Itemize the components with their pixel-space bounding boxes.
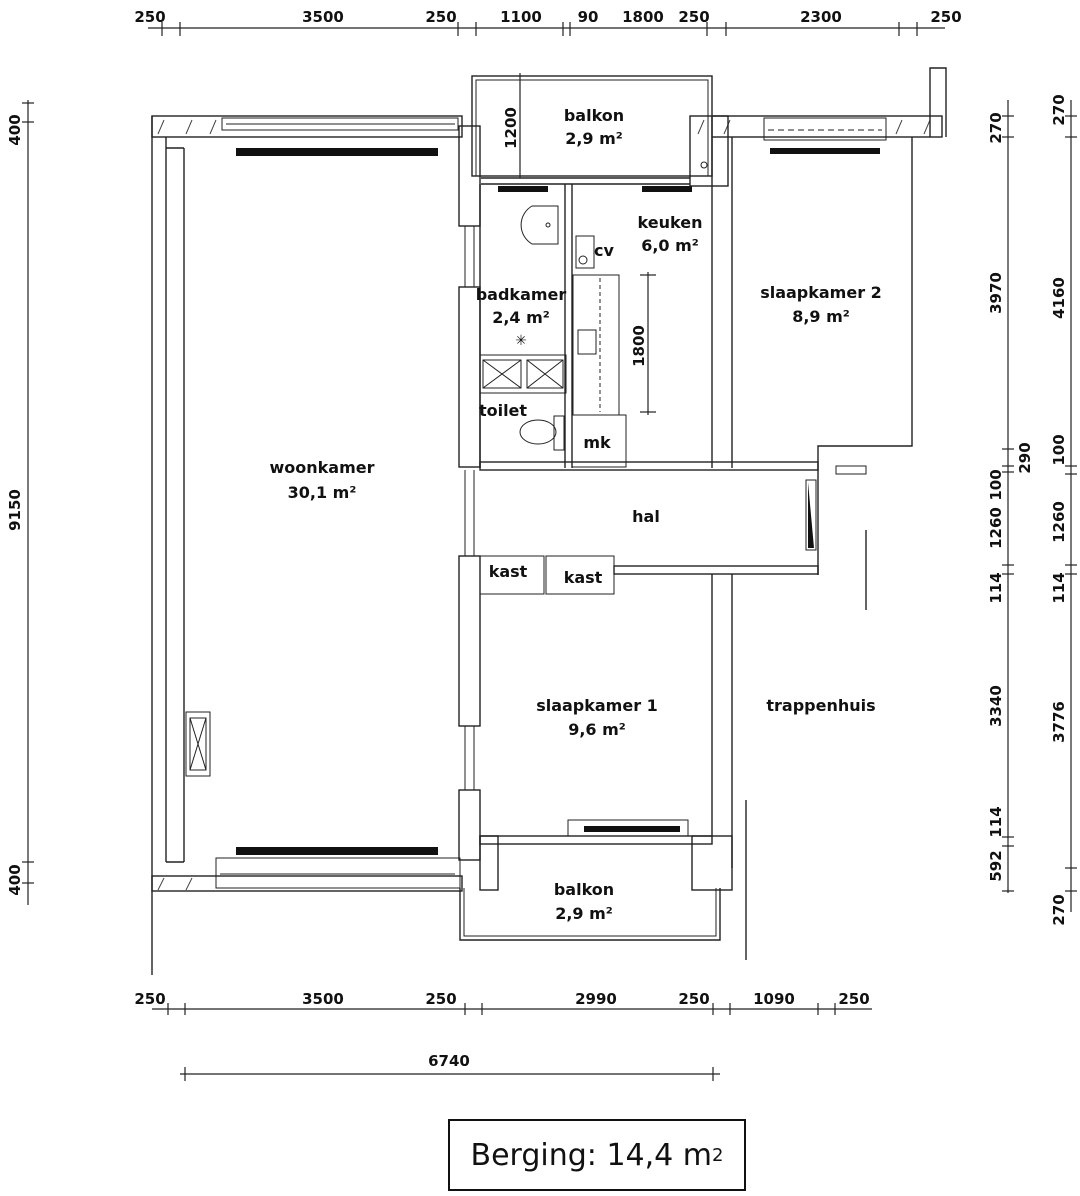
svg-text:100: 100 bbox=[1050, 434, 1068, 465]
svg-text:3340: 3340 bbox=[987, 685, 1005, 727]
svg-text:1090: 1090 bbox=[753, 990, 795, 1008]
svg-text:kast: kast bbox=[564, 568, 603, 587]
svg-text:290: 290 bbox=[1016, 442, 1034, 473]
svg-text:1200: 1200 bbox=[502, 107, 520, 149]
svg-text:kast: kast bbox=[489, 562, 528, 581]
right-dimension-line-inner: 270 3970 290 100 1260 114 3340 114 592 bbox=[987, 100, 1034, 893]
svg-text:1260: 1260 bbox=[987, 507, 1005, 549]
svg-text:badkamer: badkamer bbox=[476, 285, 567, 304]
svg-text:250: 250 bbox=[838, 990, 869, 1008]
svg-text:250: 250 bbox=[134, 990, 165, 1008]
svg-text:hal: hal bbox=[632, 507, 660, 526]
svg-text:2990: 2990 bbox=[575, 990, 617, 1008]
storage-unit: m bbox=[682, 1137, 713, 1173]
svg-text:4160: 4160 bbox=[1050, 277, 1068, 319]
bedroom-2: slaapkamer 2 8,9 m² bbox=[711, 67, 947, 575]
svg-text:3500: 3500 bbox=[302, 8, 344, 26]
svg-text:trappenhuis: trappenhuis bbox=[766, 696, 875, 715]
svg-text:1800: 1800 bbox=[622, 8, 664, 26]
svg-text:250: 250 bbox=[678, 8, 709, 26]
svg-text:2300: 2300 bbox=[800, 8, 842, 26]
svg-text:114: 114 bbox=[1050, 572, 1068, 603]
svg-text:90: 90 bbox=[578, 8, 599, 26]
right-dimension-line-outer: 270 4160 100 1260 114 3776 270 bbox=[1050, 94, 1077, 926]
top-balcony: 1200 balkon 2,9 m² bbox=[471, 73, 729, 192]
svg-text:114: 114 bbox=[987, 572, 1005, 603]
svg-text:woonkamer: woonkamer bbox=[269, 458, 374, 477]
svg-text:slaapkamer 1: slaapkamer 1 bbox=[536, 696, 658, 715]
svg-text:cv: cv bbox=[594, 241, 614, 260]
storage-label: Berging: bbox=[470, 1137, 597, 1173]
service-core: cv keuken 6,0 m² 1800 badkamer 2,4 m² ✳ … bbox=[476, 137, 713, 468]
left-dimension-line: 400 9150 400 bbox=[6, 100, 34, 905]
svg-text:toilet: toilet bbox=[479, 401, 527, 420]
svg-text:270: 270 bbox=[1050, 94, 1068, 125]
svg-text:3776: 3776 bbox=[1050, 701, 1068, 743]
svg-text:6740: 6740 bbox=[428, 1052, 470, 1070]
storage-value: 14,4 bbox=[606, 1137, 674, 1173]
svg-text:270: 270 bbox=[987, 112, 1005, 143]
svg-text:✳: ✳ bbox=[515, 333, 527, 349]
stairwell: trappenhuis bbox=[745, 696, 876, 960]
svg-text:slaapkamer 2: slaapkamer 2 bbox=[760, 283, 882, 302]
svg-text:250: 250 bbox=[930, 8, 961, 26]
svg-text:250: 250 bbox=[425, 8, 456, 26]
svg-text:270: 270 bbox=[1050, 894, 1068, 925]
svg-text:3500: 3500 bbox=[302, 990, 344, 1008]
top-dimension-line: 250 3500 250 1100 90 1800 250 2300 250 bbox=[134, 8, 962, 36]
exterior-walls bbox=[151, 115, 931, 975]
svg-text:2,9 m²: 2,9 m² bbox=[555, 904, 613, 923]
bedroom-1: slaapkamer 1 9,6 m² bbox=[479, 574, 733, 868]
svg-text:250: 250 bbox=[425, 990, 456, 1008]
svg-text:1100: 1100 bbox=[500, 8, 542, 26]
svg-text:balkon: balkon bbox=[554, 880, 614, 899]
svg-text:114: 114 bbox=[987, 806, 1005, 837]
svg-text:592: 592 bbox=[987, 850, 1005, 881]
svg-text:400: 400 bbox=[6, 864, 24, 895]
svg-text:6,0 m²: 6,0 m² bbox=[641, 236, 699, 255]
svg-text:1260: 1260 bbox=[1050, 501, 1068, 543]
bottom-balcony: balkon 2,9 m² bbox=[459, 835, 733, 941]
svg-text:100: 100 bbox=[987, 469, 1005, 500]
svg-text:9,6 m²: 9,6 m² bbox=[568, 720, 626, 739]
storage-unit-exponent: 2 bbox=[712, 1144, 724, 1166]
svg-text:3970: 3970 bbox=[987, 272, 1005, 314]
living-room: woonkamer 30,1 m² bbox=[185, 148, 438, 855]
bottom-dimension-line: 250 3500 250 2990 250 1090 250 bbox=[134, 990, 872, 1015]
svg-text:250: 250 bbox=[678, 990, 709, 1008]
svg-text:2,4 m²: 2,4 m² bbox=[492, 308, 550, 327]
svg-text:400: 400 bbox=[6, 114, 24, 145]
bottom-total-dimension-line: 6740 bbox=[180, 1052, 720, 1081]
hallway: hal kast kast bbox=[479, 461, 867, 610]
svg-text:9150: 9150 bbox=[6, 489, 24, 531]
svg-text:2,9 m²: 2,9 m² bbox=[565, 129, 623, 148]
svg-text:30,1 m²: 30,1 m² bbox=[288, 483, 357, 502]
svg-text:mk: mk bbox=[583, 433, 611, 452]
svg-text:1800: 1800 bbox=[630, 325, 648, 367]
svg-text:balkon: balkon bbox=[564, 106, 624, 125]
svg-text:keuken: keuken bbox=[638, 213, 703, 232]
svg-text:250: 250 bbox=[134, 8, 165, 26]
svg-text:8,9 m²: 8,9 m² bbox=[792, 307, 850, 326]
